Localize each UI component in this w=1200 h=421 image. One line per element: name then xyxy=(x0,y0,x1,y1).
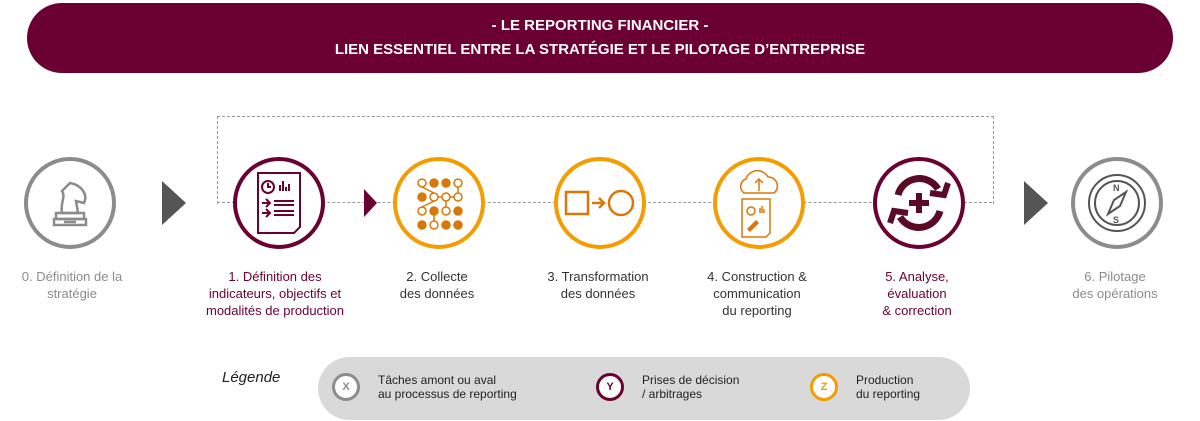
svg-text:S: S xyxy=(1113,215,1119,225)
svg-text:N: N xyxy=(1113,183,1120,193)
title-banner: - LE REPORTING FINANCIER - LIEN ESSENTIE… xyxy=(27,3,1173,73)
data-network-icon xyxy=(417,178,463,230)
transform-icon xyxy=(564,189,635,217)
step-2-circle xyxy=(393,157,485,249)
badge-y-icon: Y xyxy=(596,373,624,401)
cycle-plus-icon xyxy=(887,175,951,231)
compass-icon: NS xyxy=(1088,174,1146,232)
report-document-icon xyxy=(257,172,301,234)
title-line-2: LIEN ESSENTIEL ENTRE LA STRATÉGIE ET LE … xyxy=(334,41,866,58)
arrow-right-icon xyxy=(1024,181,1048,225)
title-line-1: - LE REPORTING FINANCIER - xyxy=(491,17,709,34)
step-5-label: 5. Analyse,évaluation& correction xyxy=(882,269,952,318)
arrow-right-icon xyxy=(364,189,377,217)
feedback-loop-line xyxy=(217,116,994,204)
badge-z-icon: Z xyxy=(810,373,838,401)
step-3-circle xyxy=(554,157,646,249)
step-4-circle xyxy=(713,157,805,249)
cloud-upload-report-icon xyxy=(740,169,779,238)
badge-x-icon: X xyxy=(332,373,360,401)
step-5-circle xyxy=(873,157,965,249)
arrow-right-icon xyxy=(162,181,186,225)
step-1-circle xyxy=(233,157,325,249)
step-0-circle xyxy=(24,157,116,249)
chess-knight-icon xyxy=(52,181,88,227)
legend-title: Légende xyxy=(222,369,281,386)
legend-item-y: Y Prises de décision/ arbitrages xyxy=(596,373,739,401)
